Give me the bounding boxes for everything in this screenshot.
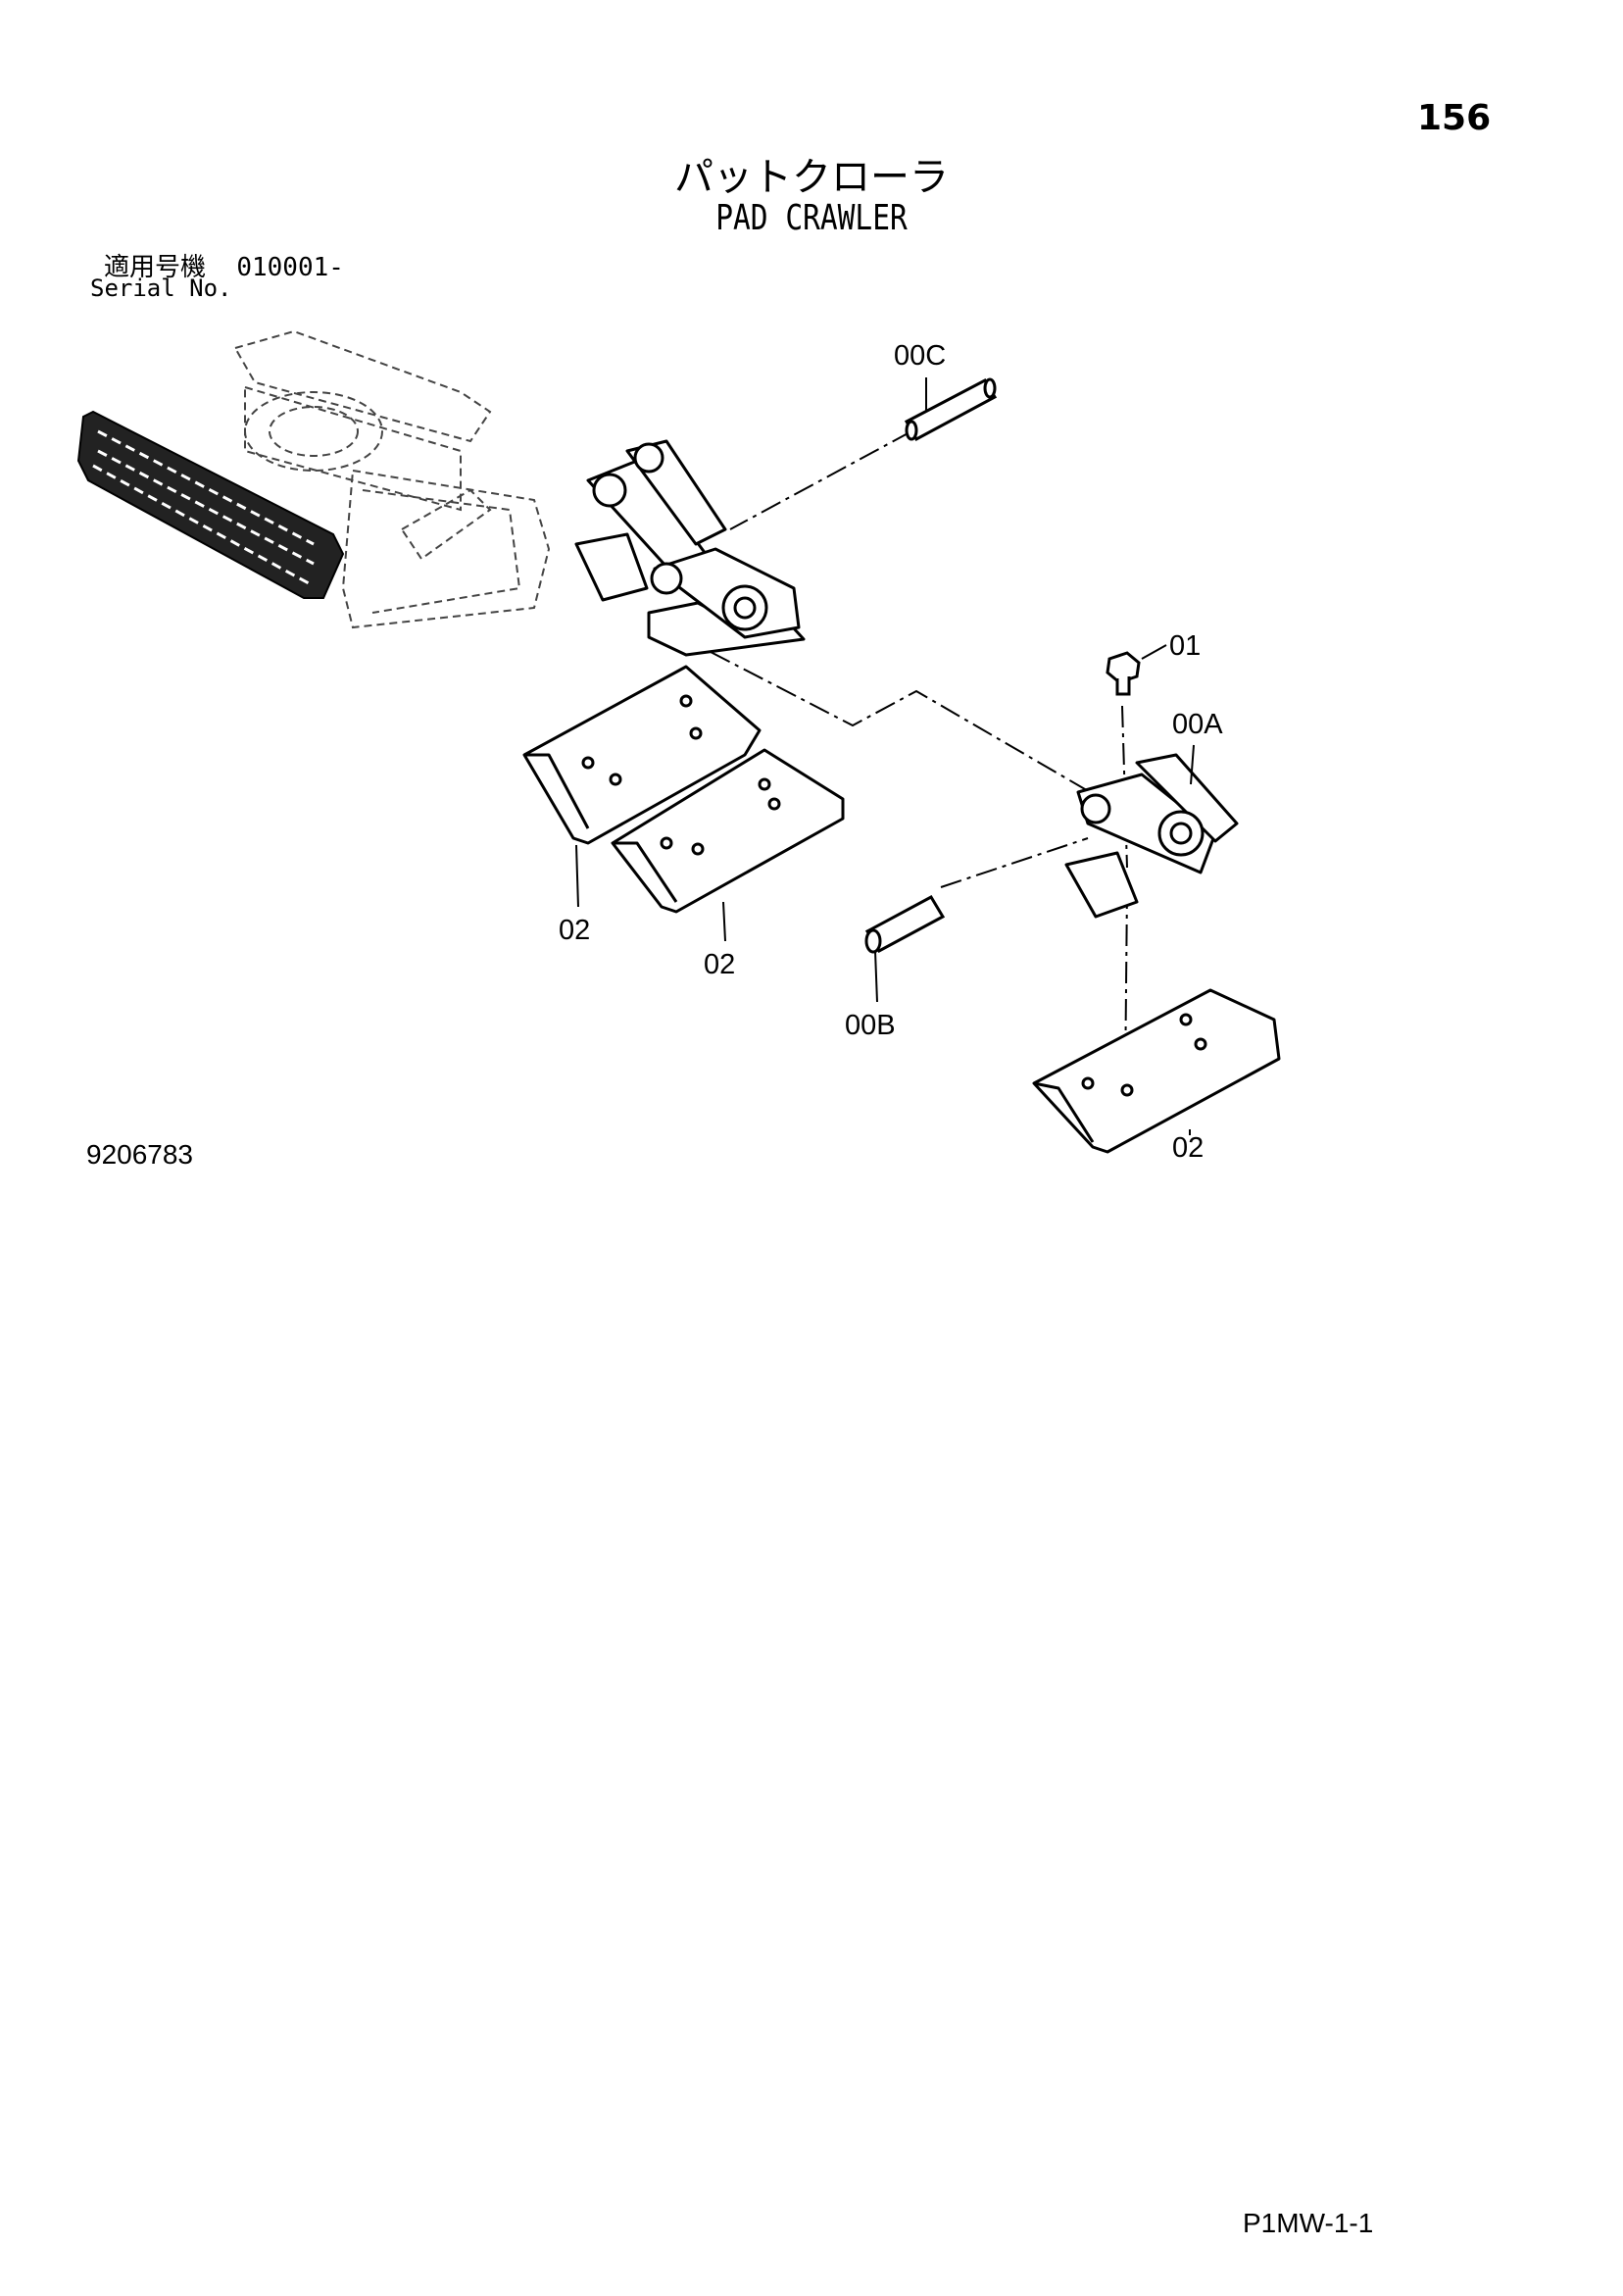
title-japanese: パットクローラ	[674, 155, 949, 200]
serial-label-jp: 適用号機	[104, 253, 207, 282]
undercarriage-thumbnail	[233, 329, 551, 629]
lower-track-link	[1064, 753, 1239, 919]
shoe-plate-3	[1032, 988, 1281, 1154]
crawler-track-icon	[76, 410, 345, 599]
page-number: 156	[1417, 98, 1492, 138]
callout-00a: 00A	[1172, 709, 1223, 740]
shoe-plate-2	[611, 748, 845, 914]
callout-00b: 00B	[845, 1010, 896, 1041]
serial-label-en: Serial No.	[90, 275, 232, 302]
shoe-plate-1	[522, 665, 762, 845]
page-code: P1MW-1-1	[1243, 2208, 1374, 2238]
serial-value: 010001-	[236, 253, 344, 282]
callout-00c: 00C	[894, 340, 946, 372]
bolt-01	[1106, 651, 1141, 696]
title-english: PAD CRAWLER	[715, 198, 908, 238]
upper-track-link	[574, 439, 806, 657]
serial-row: 適用号機 010001-	[104, 247, 344, 283]
leader-lines	[575, 377, 1195, 1135]
pin-00b	[864, 895, 946, 954]
callout-02-middle: 02	[704, 949, 735, 980]
callout-02-right: 02	[1172, 1132, 1204, 1164]
pin-00c	[904, 377, 998, 442]
exploded-parts-diagram: 00C 01 00A 02 02 00B 02	[76, 329, 1281, 1164]
callout-01: 01	[1169, 630, 1201, 662]
figure-number: 9206783	[86, 1139, 194, 1170]
callout-02-left: 02	[559, 915, 590, 946]
